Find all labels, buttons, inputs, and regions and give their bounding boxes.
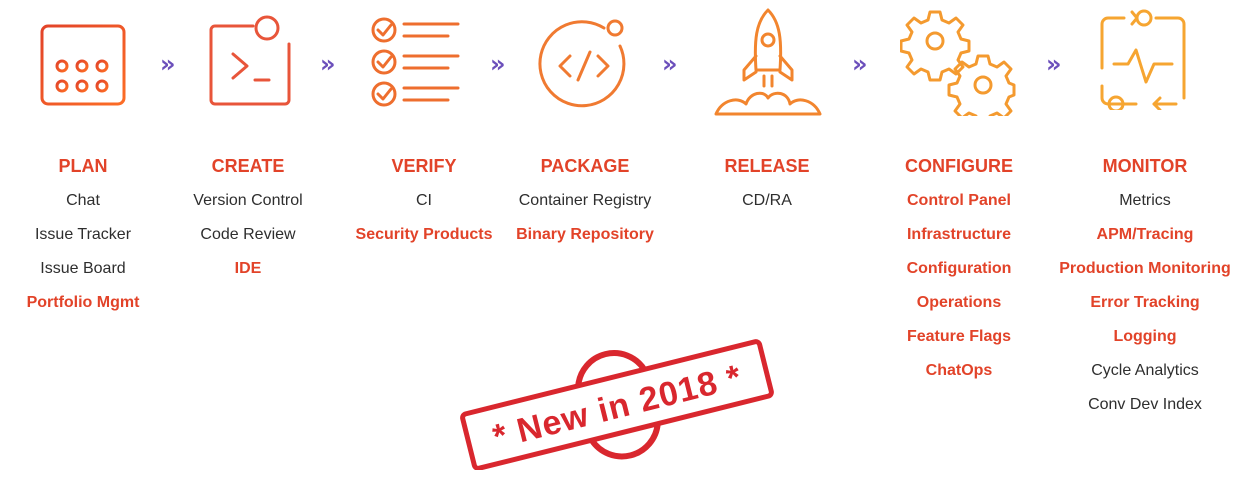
rocket-icon: [714, 8, 822, 116]
stage-release: RELEASE CD/RA: [672, 154, 862, 218]
stage-title: VERIFY: [391, 156, 457, 176]
stage-item: CD/RA: [742, 192, 792, 209]
stage-item: Metrics: [1119, 192, 1171, 209]
stage-item: Code Review: [200, 226, 296, 243]
stage-title: PLAN: [58, 156, 108, 176]
clipboard-icon: [40, 18, 126, 106]
checklist-icon: [371, 17, 460, 107]
stage-item-new: Configuration: [906, 260, 1012, 277]
terminal-icon: [209, 15, 291, 106]
chevron-separator-icon: »: [662, 50, 677, 78]
stage-item-new: Production Monitoring: [1059, 260, 1231, 277]
chevron-separator-icon: »: [320, 50, 335, 78]
stage-monitor: MONITOR Metrics APM/Tracing Production M…: [1050, 154, 1240, 422]
stage-item-new: Control Panel: [906, 192, 1011, 209]
stage-item: Cycle Analytics: [1091, 362, 1199, 379]
stage-item-new: Infrastructure: [906, 226, 1012, 243]
stage-item-new: Operations: [916, 294, 1002, 311]
stage-title: RELEASE: [724, 156, 810, 176]
stage-create: CREATE Version Control Code Review IDE: [153, 154, 343, 286]
stage-title: MONITOR: [1102, 156, 1188, 176]
stage-item-new: Security Products: [355, 226, 493, 243]
stage-item-new: APM/Tracing: [1096, 226, 1194, 243]
stage-title: CONFIGURE: [905, 156, 1013, 176]
stage-package: PACKAGE Container Registry Binary Reposi…: [490, 154, 680, 252]
stage-item-new: Feature Flags: [906, 328, 1012, 345]
stage-item: CI: [416, 192, 432, 209]
chevron-separator-icon: »: [160, 50, 175, 78]
stage-verify: VERIFY CI Security Products: [329, 154, 519, 252]
new-in-2018-stamp: * New in 2018 *: [460, 339, 774, 470]
stage-item-new: Logging: [1113, 328, 1177, 345]
chevron-separator-icon: »: [1046, 50, 1061, 78]
stage-item-new: Portfolio Mgmt: [26, 294, 140, 311]
stage-item: Chat: [66, 192, 100, 209]
stage-item: Issue Tracker: [34, 226, 132, 243]
code-package-icon: [538, 19, 626, 108]
stage-item: Container Registry: [518, 192, 652, 209]
monitor-pulse-icon: [1100, 9, 1186, 110]
stage-item-new: IDE: [234, 260, 262, 277]
stage-item: Version Control: [193, 192, 303, 209]
stage-title: PACKAGE: [540, 156, 630, 176]
stage-item: Conv Dev Index: [1088, 396, 1202, 413]
stage-configure: CONFIGURE Control Panel Infrastructure C…: [864, 154, 1054, 388]
stage-item-new: ChatOps: [925, 362, 993, 379]
gears-icon: [900, 10, 1016, 116]
stage-item-new: Binary Repository: [516, 226, 654, 243]
icon-row: » » » » » »: [0, 0, 1255, 160]
chevron-separator-icon: »: [852, 50, 867, 78]
stage-title: CREATE: [211, 156, 285, 176]
stage-item-new: Error Tracking: [1090, 294, 1200, 311]
stage-plan: PLAN Chat Issue Tracker Issue Board Port…: [0, 154, 178, 320]
chevron-separator-icon: »: [490, 50, 505, 78]
stage-item: Issue Board: [40, 260, 126, 277]
